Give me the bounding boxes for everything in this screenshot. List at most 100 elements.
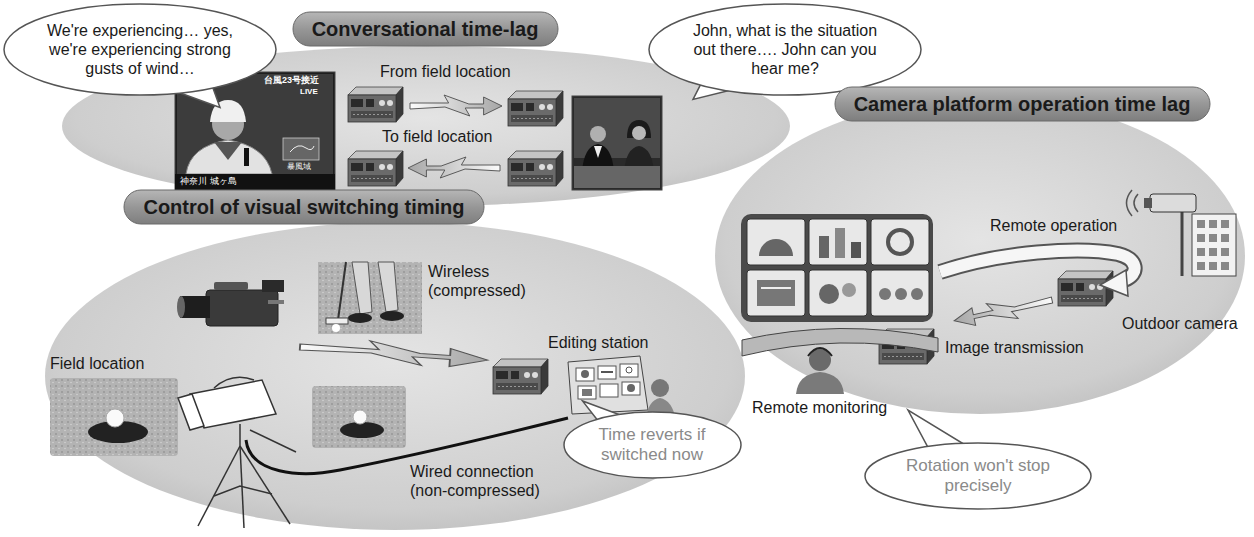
editing-station: [581, 370, 589, 378]
monitor-wall: [888, 230, 912, 254]
operator-figure: [809, 349, 831, 371]
outdoor-camera: [1221, 234, 1229, 242]
monitor-wall: [747, 270, 805, 316]
transmitter-device: [1058, 271, 1113, 306]
outdoor-camera: [1192, 214, 1236, 276]
control-arrow: [940, 251, 1135, 280]
tripod-camera: [239, 424, 241, 446]
tripod-camera: [214, 486, 272, 496]
broadcast-camera: [177, 296, 185, 318]
operator-figure: [808, 348, 832, 356]
region-ellipse: [45, 222, 745, 530]
monitor-wall: [759, 239, 793, 256]
monitor-wall: [871, 219, 929, 265]
transmitter-device: [493, 359, 548, 394]
transmitter-device: [348, 87, 403, 122]
header-pill: [835, 87, 1210, 121]
outdoor-camera: [1209, 234, 1217, 242]
tripod-camera: [240, 446, 290, 524]
arrow-label: From field location: [380, 62, 511, 81]
news-screen: [175, 174, 335, 190]
outdoor-camera: [1209, 220, 1217, 228]
broadcast-camera: [262, 280, 284, 292]
tripod-camera: [198, 446, 240, 526]
golf-hole-photo: [106, 409, 124, 427]
control-arrow: [940, 251, 1135, 280]
arrow-label: Remote operation: [990, 216, 1117, 235]
station-label: Editing station: [548, 333, 649, 352]
putting-photo: [332, 324, 340, 332]
news-screen: [283, 138, 319, 160]
bubble-outline: [865, 443, 1091, 509]
putting-photo: [318, 262, 422, 334]
monitor-wall: [835, 228, 845, 258]
monitor-wall: [851, 242, 861, 258]
live-tag: LIVE: [300, 87, 318, 97]
outdoor-camera: [1209, 248, 1217, 256]
section-header: Conversational time-lag: [292, 11, 559, 47]
broadcast-camera: [177, 280, 284, 326]
transmitter-device: [348, 151, 403, 186]
outdoor-camera: [1144, 198, 1152, 208]
operator-figure: [796, 372, 844, 394]
golf-hole-photo: [312, 386, 406, 448]
editing-station: [627, 384, 635, 392]
operator-figure: [796, 348, 844, 394]
tripod-camera: [214, 377, 254, 388]
outdoor-camera: [1197, 248, 1205, 256]
speech-text: We're experiencing… yes, we're experienc…: [40, 21, 240, 79]
bubble-outline: [564, 412, 741, 478]
news-screen: [186, 140, 272, 174]
putting-photo: [326, 318, 348, 324]
news-screen: [290, 146, 314, 152]
console-desk: [742, 328, 938, 356]
putting-photo: [338, 262, 346, 320]
wireless-arrow: [410, 95, 502, 116]
editing-station: [578, 386, 596, 399]
broadcast-camera: [268, 300, 284, 304]
news-screen: [244, 148, 249, 166]
studio-screen: [574, 98, 660, 158]
wireless-arrow: [299, 336, 488, 370]
outdoor-camera: [1197, 234, 1205, 242]
link-label: Wired connection (non-compressed): [410, 462, 550, 500]
section-title: Conversational time-lag: [312, 17, 539, 41]
monitor-wall: [761, 287, 791, 289]
broadcast-camera: [206, 290, 278, 326]
transmitter-device: [348, 87, 1113, 394]
outdoor-camera: [1127, 190, 1139, 216]
link-label: Wireless (compressed): [428, 262, 548, 300]
outdoor-camera: [1127, 190, 1237, 276]
speech-text: Rotation won't stop precisely: [896, 456, 1061, 497]
monitor-wall: [819, 236, 829, 258]
editing-station: [568, 356, 648, 414]
outdoor-camera: [1150, 194, 1196, 212]
broadcast-camera: [214, 282, 248, 290]
golf-hole-photo: [50, 378, 178, 456]
studio-screen: [632, 126, 646, 140]
golf-hole-photo: [353, 410, 367, 424]
monitor-wall: [757, 280, 795, 306]
control-arrow: [940, 251, 1135, 296]
callout-bubble: Time reverts if switched now: [563, 411, 742, 479]
editing-station: [620, 364, 638, 377]
section-header: Camera platform operation time lag: [834, 86, 1211, 122]
speech-bubble: We're experiencing… yes, we're experienc…: [3, 3, 277, 96]
outdoor-camera: [1221, 248, 1229, 256]
console-desk: [742, 328, 938, 356]
speech-text: Time reverts if switched now: [588, 425, 716, 466]
outdoor-camera: [1221, 262, 1229, 270]
studio-screen: [590, 126, 606, 142]
monitor-wall: [819, 284, 839, 304]
studio-screen: [574, 166, 660, 188]
person-label: Remote monitoring: [752, 398, 887, 417]
outdoor-camera: [1197, 262, 1205, 270]
control-arrow: [1100, 270, 1128, 296]
bubble-outline: [4, 4, 276, 95]
editing-station: [568, 356, 676, 420]
editing-station: [626, 367, 632, 373]
bubble-outline: [649, 4, 921, 95]
golf-hole-photo: [50, 378, 406, 456]
editing-station: [601, 371, 613, 373]
section-title: Camera platform operation time lag: [854, 92, 1191, 116]
